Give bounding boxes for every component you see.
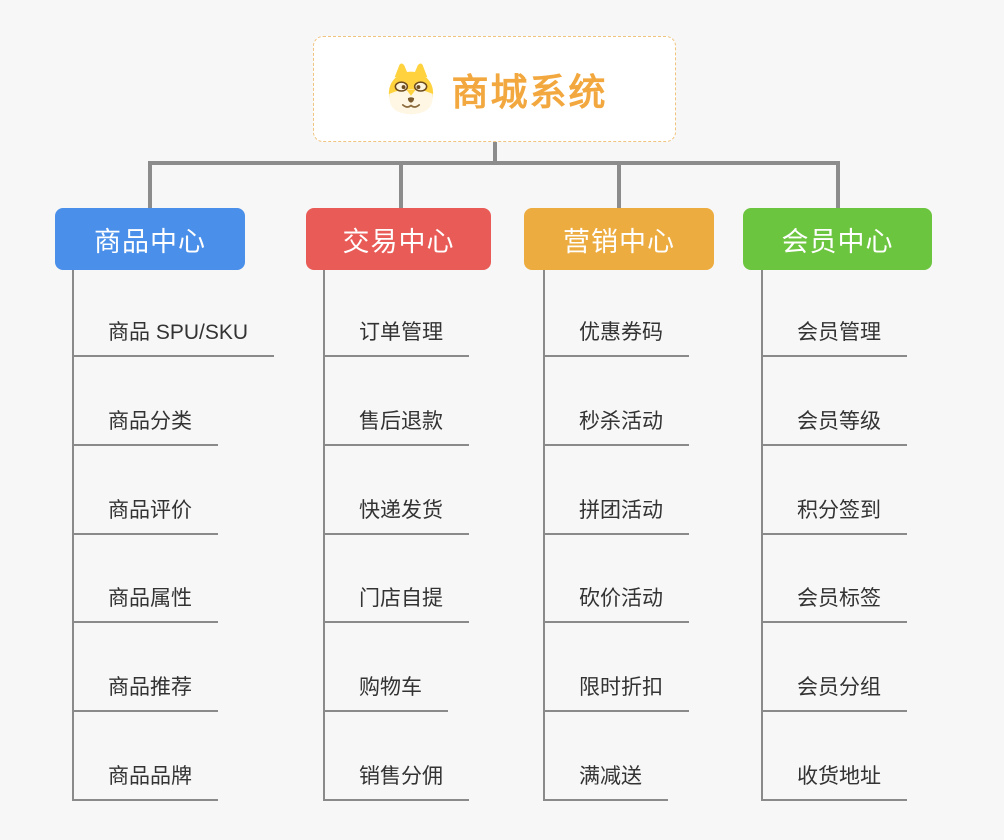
dog-face-icon <box>382 62 440 116</box>
branch-header-product[interactable]: 商品中心 <box>55 208 245 270</box>
branch-drop-line <box>399 161 403 208</box>
branch-trunk-line <box>543 270 545 801</box>
branch-header-member[interactable]: 会员中心 <box>743 208 932 270</box>
branch-item[interactable]: 收货地址 <box>761 762 907 801</box>
branch-item[interactable]: 积分签到 <box>761 496 907 535</box>
branch-trunk-line <box>323 270 325 801</box>
branch-item[interactable]: 拼团活动 <box>543 496 689 535</box>
branch-item[interactable]: 商品推荐 <box>72 673 218 712</box>
branch-item[interactable]: 商品品牌 <box>72 762 218 801</box>
branch-trunk-line <box>72 270 74 801</box>
branch-item[interactable]: 购物车 <box>323 673 448 712</box>
branch-item[interactable]: 快递发货 <box>323 496 469 535</box>
branch-item[interactable]: 优惠券码 <box>543 318 689 357</box>
branch-drop-line <box>617 161 621 208</box>
branch-item[interactable]: 销售分佣 <box>323 762 469 801</box>
branch-header-marketing[interactable]: 营销中心 <box>524 208 714 270</box>
branch-item[interactable]: 秒杀活动 <box>543 407 689 446</box>
branch-item[interactable]: 会员标签 <box>761 584 907 623</box>
branch-header-trade[interactable]: 交易中心 <box>306 208 491 270</box>
branch-item[interactable]: 会员等级 <box>761 407 907 446</box>
root-connector-line <box>493 141 497 164</box>
branch-item[interactable]: 限时折扣 <box>543 673 689 712</box>
branch-item[interactable]: 砍价活动 <box>543 584 689 623</box>
branch-item[interactable]: 会员分组 <box>761 673 907 712</box>
branch-item[interactable]: 会员管理 <box>761 318 907 357</box>
root-title: 商城系统 <box>451 72 608 113</box>
branch-item[interactable]: 商品评价 <box>72 496 218 535</box>
branch-item[interactable]: 商品 SPU/SKU <box>72 318 275 357</box>
branch-item[interactable]: 商品分类 <box>72 407 218 446</box>
branch-item[interactable]: 售后退款 <box>323 407 469 446</box>
branch-item[interactable]: 满减送 <box>543 762 668 801</box>
branch-drop-line <box>148 161 152 208</box>
branch-item[interactable]: 商品属性 <box>72 584 218 623</box>
branch-trunk-line <box>761 270 763 801</box>
branch-item[interactable]: 订单管理 <box>323 318 469 357</box>
branch-item[interactable]: 门店自提 <box>323 584 469 623</box>
branch-connector-line <box>148 161 840 165</box>
root-node[interactable]: 商城系统 <box>313 36 676 142</box>
branch-drop-line <box>836 161 840 208</box>
